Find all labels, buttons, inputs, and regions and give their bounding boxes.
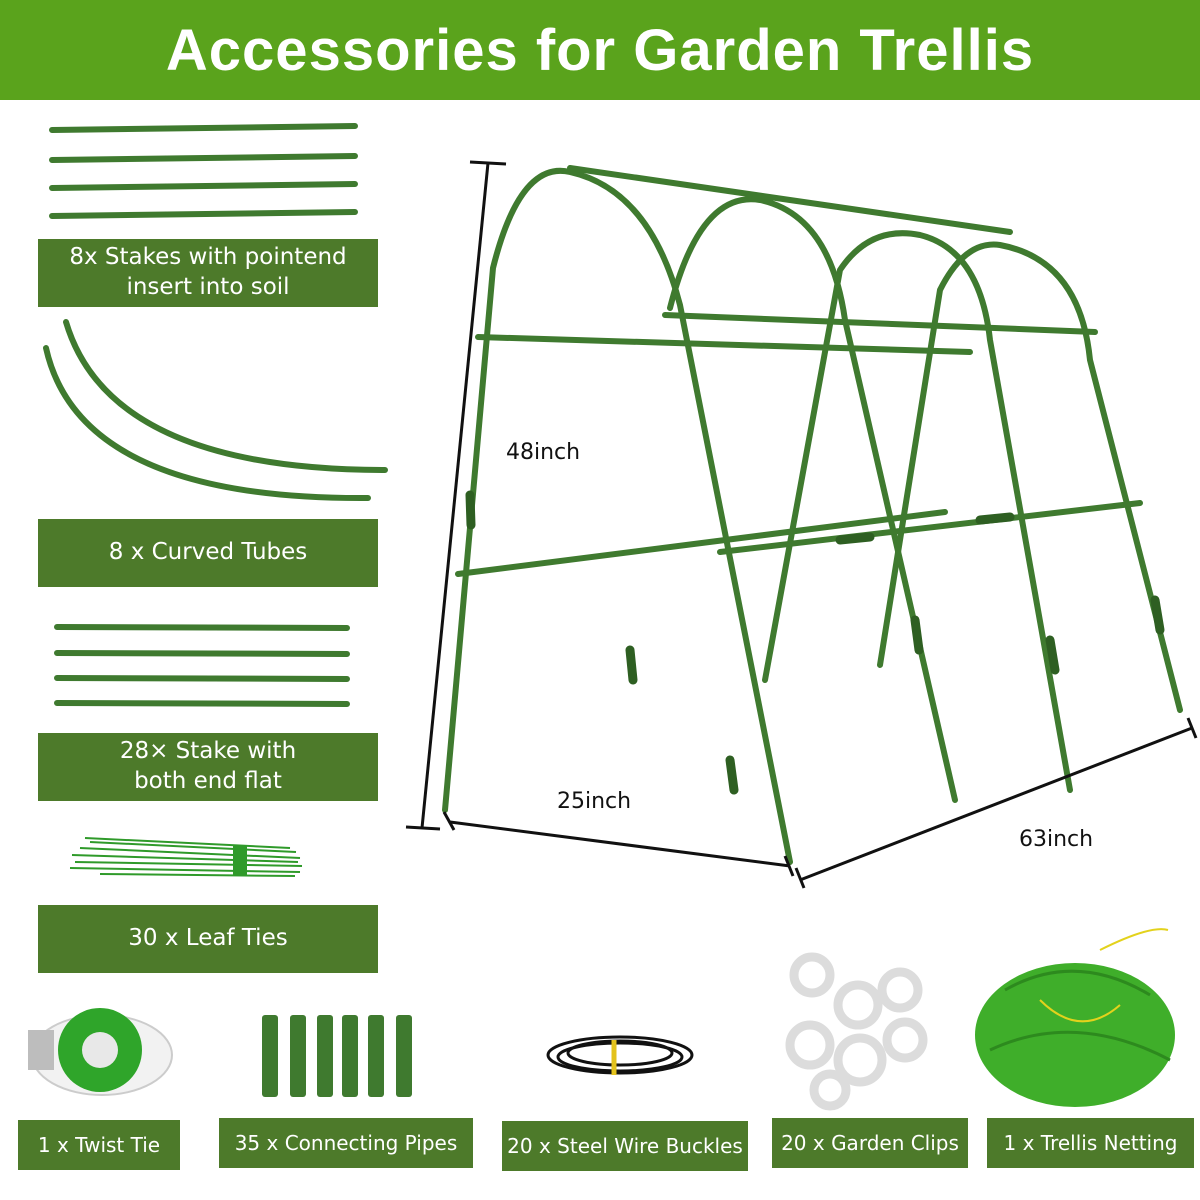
flat-stakes-image	[54, 624, 350, 707]
trellis-netting-image	[975, 928, 1175, 1107]
trellis-connectors	[465, 490, 1165, 795]
page-title: Accessories for Garden Trellis	[165, 17, 1035, 83]
curved-tubes-image	[43, 319, 388, 502]
leaf-ties-image	[69, 837, 303, 877]
connecting-pipes-label: 35 x Connecting Pipes	[219, 1118, 473, 1168]
dimension-lines	[405, 160, 1198, 889]
height-dimension: 48inch	[506, 440, 581, 465]
pointed-stakes-label: 8x Stakes with pointend insert into soil	[38, 239, 378, 307]
wire-buckles-label: 20 x Steel Wire Buckles	[502, 1121, 748, 1171]
twist-tie-label: 1 x Twist Tie	[18, 1120, 180, 1170]
twist-tie-image	[28, 1008, 173, 1096]
garden-clips-label: 20 x Garden Clips	[772, 1118, 968, 1168]
trellis-frame-image	[442, 165, 1183, 865]
wire-buckles-image	[546, 1035, 694, 1075]
garden-clips-image	[785, 952, 928, 1111]
length-dimension: 63inch	[1019, 827, 1094, 852]
header-banner: Accessories for Garden Trellis	[0, 0, 1200, 100]
depth-dimension: 25inch	[557, 789, 632, 814]
flat-stakes-label: 28× Stake with both end flat	[38, 733, 378, 801]
trellis-netting-label: 1 x Trellis Netting	[987, 1118, 1194, 1168]
pointed-stakes-image	[49, 123, 358, 219]
leaf-ties-label: 30 x Leaf Ties	[38, 905, 378, 973]
curved-tubes-label: 8 x Curved Tubes	[38, 519, 378, 587]
connecting-pipes-image	[262, 1015, 412, 1097]
